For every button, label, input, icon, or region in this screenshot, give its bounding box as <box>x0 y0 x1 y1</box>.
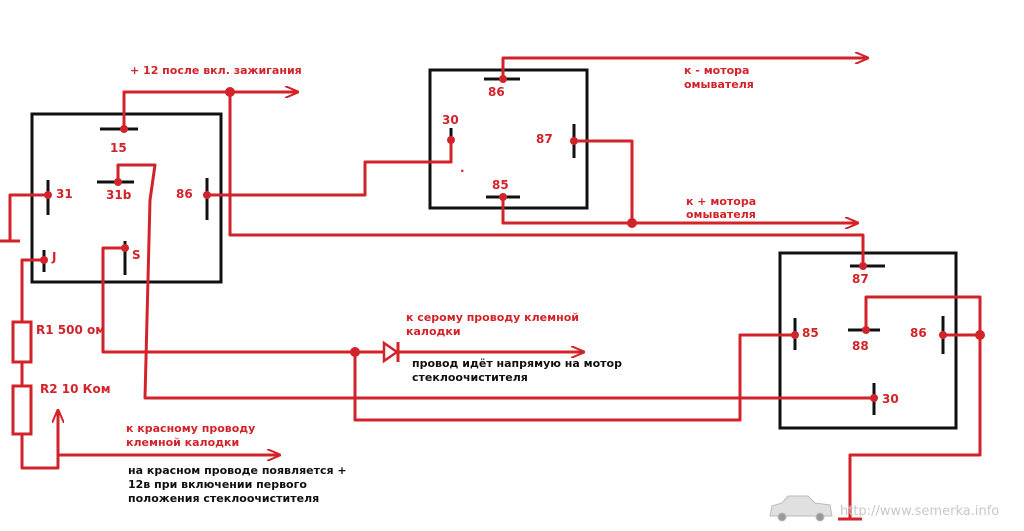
pin-b86-label: 86 <box>488 85 505 99</box>
red-wire-note-2: клемной калодки <box>126 436 239 449</box>
motor-plus-note-2: омывателя <box>686 208 756 221</box>
direct-wire-note-2: стеклоочистителя <box>412 371 528 384</box>
direct-wire-note-1: провод идёт напрямую на мотор <box>412 357 622 370</box>
junction-dots <box>40 75 985 402</box>
pin-31b-label: 31b <box>106 188 132 202</box>
resistor-r1 <box>11 320 33 364</box>
watermark-url: http://www.semerka.info <box>840 504 999 519</box>
red-wire-info-2: 12в при включении первого <box>128 478 307 491</box>
pin-c87-label: 87 <box>852 272 869 286</box>
wires <box>0 58 982 521</box>
pin-j-label: J <box>51 250 56 264</box>
relay-b-box <box>428 68 589 210</box>
resistor-r2-label: R2 10 Ком <box>40 382 111 396</box>
grey-wire-note-2: калодки <box>406 325 461 338</box>
motor-plus-note-1: к + мотора <box>686 195 756 208</box>
pin-s-label: S <box>132 248 141 262</box>
red-wire-info-3: положения стеклоочистителя <box>128 492 319 505</box>
resistor-r1-label: R1 500 ом <box>36 323 105 337</box>
motor-minus-note-1: к - мотора <box>684 64 749 77</box>
pin-c88-label: 88 <box>852 339 869 353</box>
watermark: http://www.semerka.info <box>769 495 999 522</box>
pin-b85-label: 85 <box>492 178 509 192</box>
pin-b-dot: . <box>460 161 465 175</box>
resistor-r2 <box>11 384 33 436</box>
motor-minus-note-2: омывателя <box>684 78 754 91</box>
pin-b87-label: 87 <box>536 132 553 146</box>
pin-15-label: 15 <box>110 141 127 155</box>
annotations: + 12 после вкл. зажигания к - мотора омы… <box>36 64 756 505</box>
car-icon <box>769 495 833 522</box>
pin-86-label: 86 <box>176 187 193 201</box>
relay-a-box <box>30 112 223 284</box>
pin-c85-label: 85 <box>802 326 819 340</box>
pin-c30-label: 30 <box>882 392 899 406</box>
relay-c-box <box>778 251 958 430</box>
diode-icon <box>382 340 400 364</box>
pin-c86-label: 86 <box>910 326 927 340</box>
red-wire-info-1: на красном проводе появляется + <box>128 464 347 477</box>
grey-wire-note-1: к серому проводу клемной <box>406 311 579 324</box>
red-wire-note-1: к красному проводу <box>126 422 255 435</box>
ignition-note: + 12 после вкл. зажигания <box>130 64 302 77</box>
pin-labels: 15 31 31b 86 J S 86 30 87 85 . 87 85 88 … <box>51 85 927 406</box>
pin-b30-label: 30 <box>442 113 459 127</box>
pin-31-label: 31 <box>56 187 73 201</box>
